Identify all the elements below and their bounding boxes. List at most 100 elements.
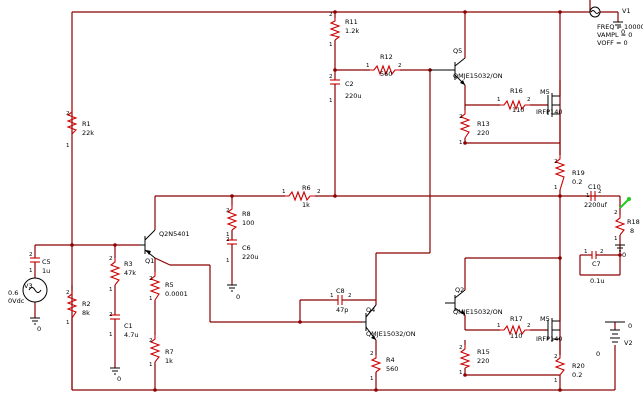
pin-number: 2 [348,293,352,299]
resistor-r13 [459,110,471,139]
pin-number: 1 [282,189,286,195]
pin-number: 1 [66,143,70,149]
label-ground: 0 [622,251,626,259]
resistor-r6 [285,190,315,202]
label-r7-ref: R7 [165,348,174,356]
label-ground: 0 [621,28,625,36]
label-v2-ref: V2 [624,339,633,347]
pin-number: 2 [329,12,333,18]
pin-number: 2 [554,159,558,165]
resistor-r7 [149,335,161,363]
label-c2-ref: C2 [345,80,354,88]
label-v1-ref: V1 [622,7,631,15]
label-r13-ref: R13 [477,120,490,128]
pin-number: 1 [149,296,153,302]
label-r17-value: 110 [510,332,522,340]
pin-number: 1 [554,185,558,191]
resistor-r20 [554,355,566,376]
label-m5b-ref: M5 [540,315,550,323]
resistor-r4 [370,355,382,373]
pin-number: 1 [149,362,153,368]
transistor-q5 [430,57,466,86]
pin-number: 1 [226,258,230,264]
source-v3 [22,277,48,303]
label-r5-value: 0.0001 [165,290,188,298]
pin-number: 2 [109,256,113,262]
label-r12-ref: R12 [380,53,393,61]
label-r3-value: 47k [124,269,136,277]
pin-number: 2 [459,114,463,120]
pin-number: 1 [66,320,70,326]
label-ground: 0 [628,322,632,330]
capacitor-c2 [330,79,340,96]
label-r6-ref: R6 [302,184,311,192]
capacitor-c5 [30,257,40,272]
labels: R11 1.2k R12 560 C2 220u Q5 QMJE15032/ON… [8,7,643,384]
label-r20-ref: R20 [572,362,585,370]
capacitors [30,79,605,333]
pin-number: 2 [66,111,70,117]
label-r5-ref: R5 [165,281,174,289]
label-r13-value: 220 [477,129,489,137]
pin-number: 1 [366,63,370,69]
pin-number: 1 [497,97,501,103]
resistor-r2 [66,290,78,319]
pin-number: 2 [598,189,602,195]
mosfet-m5-bottom [547,258,561,355]
label-q2-value: QMJE15032/ON [453,308,503,316]
pin-number: 1 [459,370,463,376]
pin-number: 2 [329,74,333,80]
label-r18-value: 8 [630,227,634,235]
label-c8-value: 47p [336,306,348,314]
grounds [30,21,625,375]
pin-number: 1 [29,268,33,274]
pin-number: 2 [600,249,604,255]
pin-number: 1 [226,232,230,238]
pin-number: 1 [370,376,374,382]
resistor-r5 [149,272,161,301]
resistor-r16 [500,99,530,111]
pin-number: 2 [226,208,230,214]
transistors [140,57,561,355]
source-v2 [610,329,620,343]
label-v1-freq: FREQ = 10000 [597,23,643,31]
label-ground: 0 [236,293,240,301]
pin-number: 2 [398,63,402,69]
pin-number: 1 [497,323,501,329]
label-c8-ref: C8 [336,287,345,295]
label-v3-ref: V3 [24,282,33,290]
capacitor-c8 [330,295,350,305]
label-r2-value: 8k [82,309,90,317]
label-q5-value: QMJE15032/ON [453,72,503,80]
label-m5a-value: IRFP140 [536,108,563,116]
label-r1-ref: R1 [82,120,91,128]
label-r11-value: 1.2k [345,27,359,35]
label-c6-value: 220u [242,253,259,261]
capacitor-c1 [110,314,120,333]
pin-number: 1 [459,140,463,146]
label-r17-ref: R17 [510,315,523,323]
label-r15-value: 220 [477,357,489,365]
label-c10-value: 2200uf [584,201,608,209]
pin-number: 2 [149,338,153,344]
label-c1-value: 4.7u [124,331,138,339]
resistor-r3 [109,258,121,286]
label-r7-value: 1k [165,357,173,365]
label-c6-ref: C6 [242,244,251,252]
capacitor-c6 [227,239,237,256]
pin-number: 2 [66,290,70,296]
resistor-r12 [370,64,400,76]
resistor-r19 [554,155,566,191]
output-probe-icon [619,197,631,209]
label-c10-ref: C10 [588,183,601,191]
resistors [66,18,626,390]
pin-number: 1 [109,332,113,338]
ground-symbol [227,284,237,292]
resistor-r18 [614,215,626,236]
label-v1-voff: VOFF = 0 [597,39,628,47]
label-r15-ref: R15 [477,348,490,356]
label-r16-value: 110 [512,106,524,114]
label-c7-ref: C7 [592,260,601,268]
pin-number: 1 [586,193,590,199]
